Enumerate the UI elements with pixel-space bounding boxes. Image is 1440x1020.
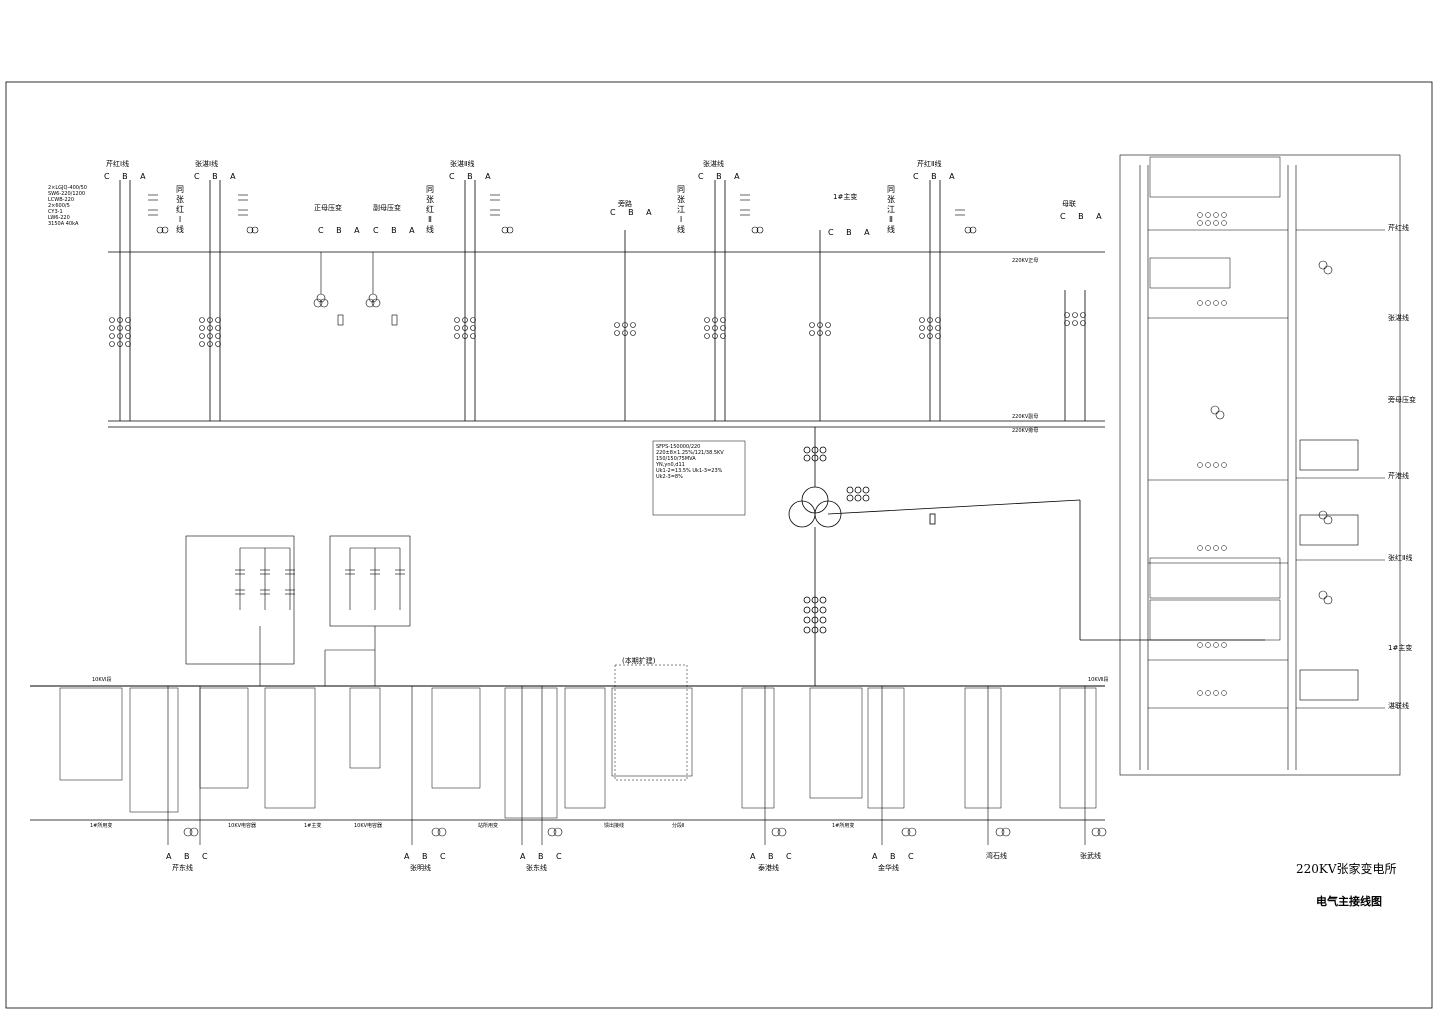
- bottom-bay-label: 10KV电容器: [228, 823, 257, 829]
- phase-label: C B A: [449, 172, 496, 181]
- bottom-feeder-label: 芹东线: [172, 864, 193, 872]
- right-feeder-label: 1#主变: [1388, 644, 1413, 652]
- phase-label: C B A: [1060, 212, 1107, 221]
- phase-label: A B C: [872, 852, 919, 861]
- top-feeder-bays: [119, 180, 1086, 421]
- bus-label: 10KVⅡ段: [1088, 677, 1109, 683]
- bottom-bay-label: 站所用变: [478, 823, 499, 829]
- right-feeder-label: 张湛线: [1388, 314, 1409, 322]
- top-feeder-label: 芹红Ⅰ线: [106, 160, 130, 168]
- pt-units: [313, 252, 398, 326]
- bus-label: 220KV正母: [1012, 258, 1039, 264]
- transformer-spec-box: [652, 440, 746, 516]
- transformer-label: 1#主变: [833, 193, 858, 201]
- right-panel: [1139, 165, 1385, 770]
- right-feeder-label: 湛联线: [1388, 702, 1409, 710]
- capacitor-banks: [185, 535, 411, 686]
- right-ct-groups: [1197, 212, 1227, 696]
- bottom-bay-label: 1#主变: [304, 823, 322, 829]
- transformer-spec: SFPS-150000/220 220±8×1.25%/121/38.5KV 1…: [656, 444, 724, 480]
- ct-groups-top: [109, 312, 1086, 347]
- bottom-feeder-label: 张东线: [526, 864, 547, 872]
- phase-label: A B C: [404, 852, 451, 861]
- left-spec-list: 2×LGJQ-400/50 SW6-220/1200 LCWB-220 2×60…: [48, 185, 87, 227]
- bottom-feeder-label: 湾石线: [986, 852, 1007, 860]
- right-feeder-label: 张红Ⅱ线: [1388, 554, 1413, 562]
- top-feeder-label: 芹红Ⅱ线: [917, 160, 942, 168]
- right-feeder-label: 芹港线: [1388, 472, 1409, 480]
- bus-label: 220KV旁母: [1012, 428, 1039, 434]
- bottom-bay-label: 10KV电容器: [354, 823, 383, 829]
- right-feeder-label: 旁母压变: [1388, 396, 1416, 404]
- bottom-bay-label: 1#所用变: [90, 823, 113, 829]
- top-feeder-label: 张湛Ⅱ线: [450, 160, 475, 168]
- phase-label: C B A: [698, 172, 745, 181]
- drawing-frame: [5, 81, 1433, 1009]
- drawing-subtitle: 电气主接线图: [1316, 895, 1382, 908]
- right-feeder-label: 芹红线: [1388, 224, 1409, 232]
- top-feeder-label: 张湛Ⅰ线: [195, 160, 219, 168]
- pt-label: 副母压变: [373, 204, 401, 212]
- future-expansion-box: [614, 664, 688, 781]
- pt-label: 正母压变: [314, 204, 342, 212]
- phase-label: A B C: [750, 852, 797, 861]
- phase-label: C B A: [913, 172, 960, 181]
- future-expansion-label: (本期扩建): [622, 657, 656, 665]
- bottom-feeder-label: 张武线: [1080, 852, 1101, 860]
- right-panel-frame: [1119, 154, 1401, 776]
- phase-label: C B A: [318, 226, 365, 235]
- drawing-title: 220KV张家变电所: [1296, 862, 1397, 876]
- bus-label: 10KVⅠ段: [92, 677, 112, 683]
- bottom-feeder-label: 张明线: [410, 864, 431, 872]
- bottom-feeder-label: 泰港线: [758, 864, 779, 872]
- bottom-bay-label: 分段Ⅱ: [672, 823, 685, 829]
- phase-label: C B A: [104, 172, 151, 181]
- phase-label: A B C: [166, 852, 213, 861]
- bottom-feeder-label: 金华线: [878, 864, 899, 872]
- bottom-bay-label: 1#所用变: [832, 823, 855, 829]
- bypass-label: 旁路: [618, 200, 632, 208]
- coupling-capacitors: [148, 194, 977, 234]
- bottom-bay-label: 馈出接线: [604, 823, 625, 829]
- phase-label: C B A: [610, 208, 657, 217]
- top-feeder-label: 张湛线: [703, 160, 724, 168]
- switchgear-cells: [59, 687, 1097, 819]
- phase-label: C B A: [194, 172, 241, 181]
- bus-label: 220KV副母: [1012, 414, 1039, 420]
- right-spec-tables: [1149, 156, 1281, 641]
- phase-label: C B A: [373, 226, 420, 235]
- tie-label: 母联: [1062, 200, 1076, 208]
- bottom-feeder-lines: [167, 686, 1107, 845]
- phase-label: A B C: [520, 852, 567, 861]
- phase-label: C B A: [828, 228, 875, 237]
- main-transformer: [788, 427, 1265, 686]
